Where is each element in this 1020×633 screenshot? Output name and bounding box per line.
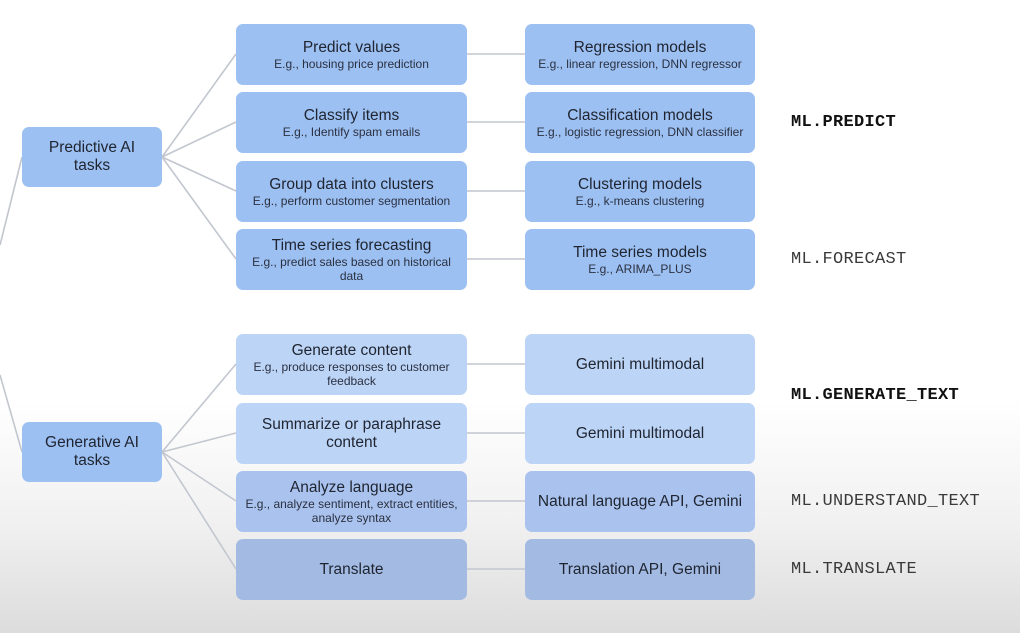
task-example: E.g., perform customer segmentation (252, 193, 451, 208)
connector-line (161, 451, 237, 570)
task-title: Summarize or paraphrase content (261, 415, 442, 451)
model-gemini-multimodal: Gemini multimodal (525, 334, 755, 395)
model-time-series: Time series models E.g., ARIMA_PLUS (525, 229, 755, 290)
connector-line (161, 432, 237, 453)
task-title: Translate (319, 560, 384, 578)
model-example: E.g., k-means clustering (575, 193, 705, 208)
function-ml-understand-text: ML.UNDERSTAND_TEXT (791, 492, 981, 511)
function-ml-translate: ML.TRANSLATE (791, 560, 918, 579)
model-example: E.g., ARIMA_PLUS (588, 261, 692, 276)
function-ml-generate-text: ML.GENERATE_TEXT (791, 386, 960, 405)
category-label: Generative AI tasks (45, 434, 139, 469)
task-analyze-language: Analyze language E.g., analyze sentiment… (236, 471, 467, 532)
predictive-ai-category: Predictive AI tasks (22, 127, 162, 187)
model-title: Translation API, Gemini (558, 560, 722, 578)
model-title: Gemini multimodal (575, 424, 705, 442)
connector-line (161, 156, 237, 260)
model-clustering: Clustering models E.g., k-means clusteri… (525, 161, 755, 222)
task-example: E.g., housing price prediction (274, 56, 429, 71)
task-time-series-forecasting: Time series forecasting E.g., predict sa… (236, 229, 467, 290)
connector-line (161, 451, 237, 502)
task-example: E.g., analyze sentiment, extract entitie… (245, 496, 458, 525)
task-group-clusters: Group data into clusters E.g., perform c… (236, 161, 467, 222)
connector-line (0, 374, 23, 453)
generative-ai-category: Generative AI tasks (22, 422, 162, 482)
model-title: Time series models (573, 243, 707, 261)
category-label: Predictive AI tasks (48, 139, 136, 174)
model-natural-language-api: Natural language API, Gemini (525, 471, 755, 532)
model-title: Classification models (567, 106, 713, 124)
model-classification: Classification models E.g., logistic reg… (525, 92, 755, 153)
task-example: E.g., predict sales based on historical … (252, 254, 451, 283)
task-classify-items: Classify items E.g., Identify spam email… (236, 92, 467, 153)
task-title: Group data into clusters (269, 175, 434, 193)
task-generate-content: Generate content E.g., produce responses… (236, 334, 467, 395)
task-example: E.g., Identify spam emails (282, 124, 421, 139)
model-title: Gemini multimodal (575, 355, 705, 373)
task-title: Generate content (291, 341, 412, 359)
task-summarize-content: Summarize or paraphrase content (236, 403, 467, 464)
task-title: Time series forecasting (271, 236, 432, 254)
model-title: Natural language API, Gemini (537, 492, 743, 510)
task-title: Classify items (303, 106, 400, 124)
task-title: Analyze language (289, 478, 414, 496)
task-predict-values: Predict values E.g., housing price predi… (236, 24, 467, 85)
connector-line (161, 53, 237, 158)
model-example: E.g., logistic regression, DNN classifie… (536, 124, 744, 139)
model-translation-api: Translation API, Gemini (525, 539, 755, 600)
model-regression: Regression models E.g., linear regressio… (525, 24, 755, 85)
function-ml-forecast: ML.FORECAST (791, 250, 907, 269)
connector-line (161, 121, 237, 158)
connector-line (0, 156, 23, 246)
model-example: E.g., linear regression, DNN regressor (538, 56, 742, 71)
task-title: Predict values (302, 38, 401, 56)
model-title: Clustering models (577, 175, 703, 193)
connector-line (161, 363, 237, 453)
function-ml-predict: ML.PREDICT (791, 113, 897, 132)
task-example: E.g., produce responses to customer feed… (253, 359, 450, 388)
task-translate: Translate (236, 539, 467, 600)
connector-line (161, 156, 237, 192)
model-gemini-multimodal: Gemini multimodal (525, 403, 755, 464)
model-title: Regression models (573, 38, 707, 56)
